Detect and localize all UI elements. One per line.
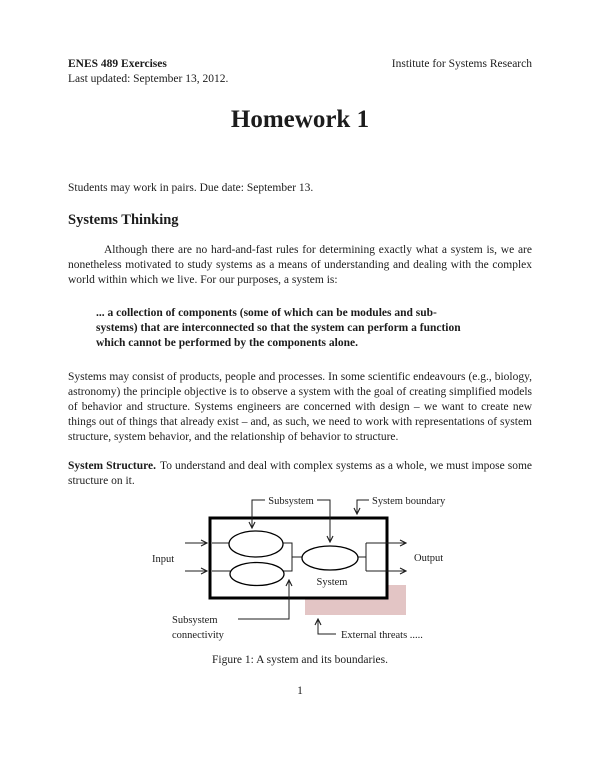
system-boundary-box	[208, 516, 389, 600]
quote-line: systems) that are interconnected so that…	[96, 322, 461, 334]
quote-line: which cannot be performed by the compone…	[96, 337, 358, 349]
diagram-lines	[185, 499, 406, 635]
system-ellipse	[301, 545, 359, 571]
figure-caption: Figure 1: A system and its boundaries.	[211, 654, 388, 666]
run-in-heading: System Structure.	[68, 460, 157, 472]
external-threats-pointer	[318, 619, 336, 635]
input-label: Input	[152, 554, 174, 565]
intro-note: Students may work in pairs. Due date: Se…	[68, 182, 314, 194]
diagram-ellipses	[228, 530, 359, 587]
system-boundary-pointer	[357, 499, 369, 514]
subsystem-ellipse-top	[228, 530, 284, 558]
subsystem-pointer-left	[252, 499, 265, 528]
subsystem-ellipse-bottom	[229, 561, 285, 587]
system-diagram: Subsystem System boundary Input Output S…	[152, 496, 446, 641]
header-left: ENES 489 Exercises Last updated: Septemb…	[68, 57, 228, 87]
system-boundary-label: System boundary	[372, 496, 446, 507]
paragraph-systems-intro: Although there are no hard-and-fast rule…	[68, 244, 532, 286]
subsystem-label: Subsystem	[268, 496, 314, 507]
course-code: ENES 489 Exercises	[68, 58, 167, 70]
subsystem-pointer-right	[317, 499, 330, 542]
quote-line: ... a collection of components (some of …	[96, 307, 437, 319]
last-updated: Last updated: September 13, 2012.	[68, 73, 229, 85]
figure-1: Subsystem System boundary Input Output S…	[68, 491, 532, 668]
subsystem-connectivity-label-line1: Subsystem	[172, 615, 218, 626]
subsystem-connectivity-pointer	[238, 580, 289, 620]
output-label: Output	[414, 553, 443, 564]
page-header: ENES 489 Exercises Last updated: Septemb…	[68, 57, 532, 87]
page-title: Homework 1	[230, 106, 370, 133]
system-definition-quote: ... a collection of components (some of …	[96, 306, 505, 351]
structure-text: To understand and deal with complex syst…	[68, 460, 532, 487]
system-label: System	[317, 577, 348, 588]
subsystem-connectivity-label-line2: connectivity	[172, 630, 225, 641]
page-number: 1	[297, 685, 303, 697]
section-heading: Systems Thinking	[68, 212, 179, 228]
institute-name: Institute for Systems Research	[391, 58, 532, 70]
paragraph-system-structure: System Structure.To understand and deal …	[68, 459, 532, 489]
paragraph-systems-consist: Systems may consist of products, people …	[68, 371, 532, 443]
external-threats-label: External threats .....	[341, 630, 423, 641]
